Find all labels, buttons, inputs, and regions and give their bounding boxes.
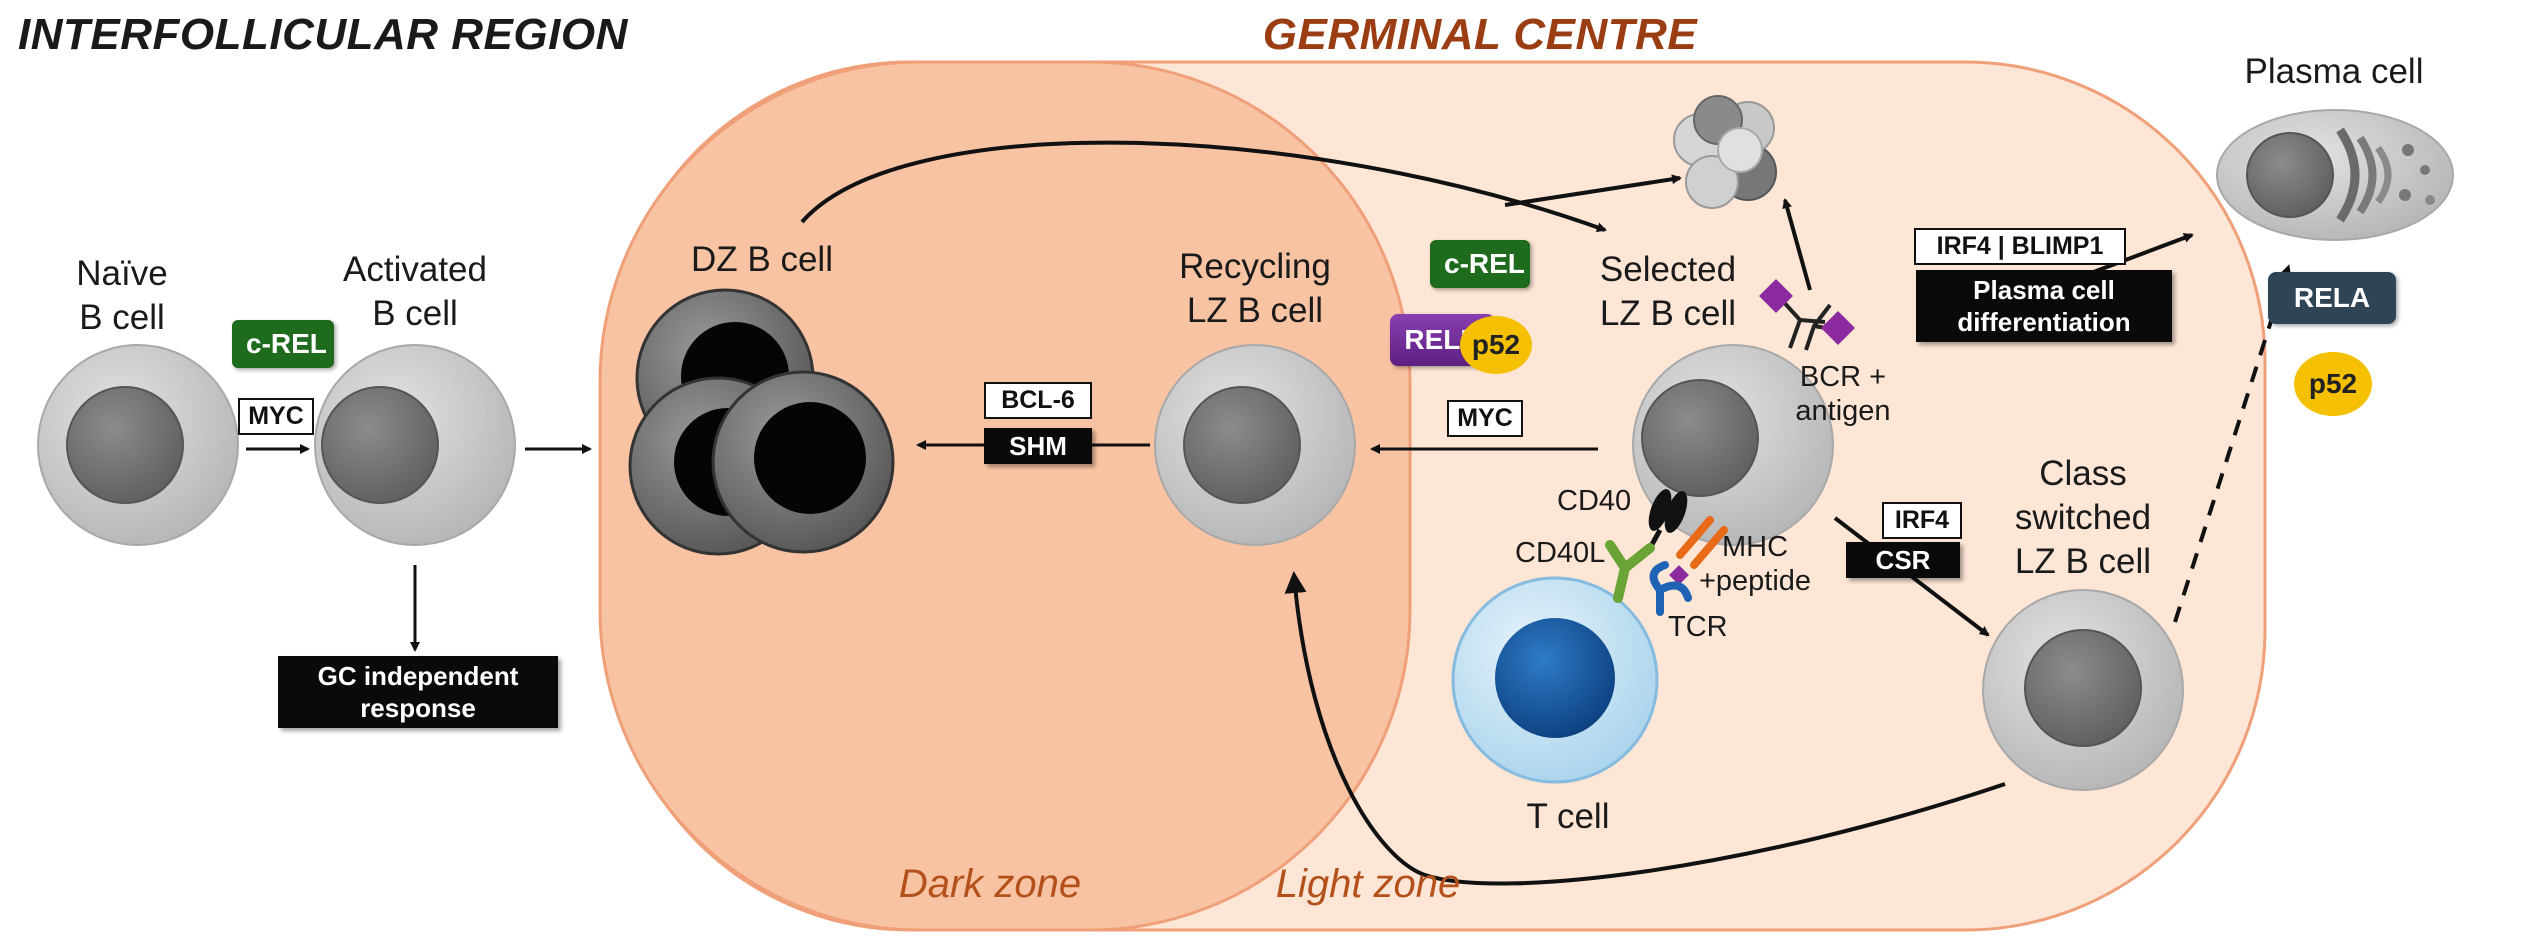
arrow-dz-to-selected [800, 140, 1607, 232]
plasma-cell-label: Plasma cell [2244, 52, 2424, 91]
plasma-cell-differentiation-box: Plasma cell differentiation [1916, 270, 2172, 342]
gc-independent-line-1: GC independent [317, 661, 519, 691]
crel-badge-1: c-REL [232, 320, 334, 368]
cd40l-ligand [1605, 540, 1655, 603]
class-label-line-1: Class [2039, 454, 2127, 493]
activated-b-cell [314, 344, 516, 546]
class-label-line-2: switched [2014, 498, 2152, 537]
bcr-label-line-1: BCR + [1799, 361, 1887, 393]
cd40-label: CD40 [1557, 485, 1632, 517]
light-zone-label: Light zone [1275, 862, 1461, 906]
dark-zone-label: Dark zone [898, 862, 1082, 906]
class-label-line-3: LZ B cell [2014, 542, 2152, 581]
dark-zone-region [598, 60, 1412, 932]
arrow-selected-to-apoptosis [1782, 198, 1812, 291]
activated-label-line-1: Activated [343, 250, 487, 289]
myc-box-1: MYC [238, 398, 314, 435]
interfollicular-region-title: INTERFOLLICULAR REGION [18, 10, 628, 59]
bcr-antigen [1759, 279, 1855, 351]
t-cell-label: T cell [1526, 797, 1610, 836]
tcr-receptor [1649, 561, 1692, 616]
plasma-cell [2216, 109, 2454, 241]
mhc-peptide-label: MHC +peptide [1699, 530, 1811, 598]
naive-b-cell-label: Naïve B cell [76, 252, 167, 340]
recycling-lz-b-cell [1154, 344, 1356, 546]
selected-label-line-2: LZ B cell [1599, 294, 1737, 333]
mhc-peptide [1669, 516, 1728, 585]
tcr-label: TCR [1668, 611, 1728, 643]
cd40l-label: CD40L [1515, 537, 1606, 569]
selected-lz-b-cell-label: Selected LZ B cell [1600, 248, 1736, 336]
myc-box-2: MYC [1447, 400, 1523, 437]
arrow-to-apoptosis-cluster [1504, 174, 1682, 207]
irf4-blimp1-box: IRF4 | BLIMP1 [1914, 228, 2126, 265]
activated-b-cell-label: Activated B cell [343, 248, 487, 336]
shm-box: SHM [984, 428, 1092, 464]
bcl6-box: BCL-6 [984, 382, 1092, 419]
plasma-diff-line-1: Plasma cell [1973, 275, 2115, 305]
recycling-label-line-2: LZ B cell [1186, 291, 1324, 330]
naive-label-line-2: B cell [79, 298, 165, 337]
bcr-antigen-label: BCR + antigen [1795, 360, 1890, 428]
class-switched-lz-b-cell [1982, 589, 2184, 791]
irf4-box: IRF4 [1882, 502, 1962, 539]
recycling-lz-b-cell-label: Recycling LZ B cell [1179, 245, 1331, 333]
bcr-label-line-2: antigen [1795, 395, 1891, 427]
activated-label-line-2: B cell [372, 294, 458, 333]
p52-badge-1: p52 [1460, 316, 1532, 374]
arrow-class-switched-to-recycling [1284, 571, 2006, 886]
naive-label-line-1: Naïve [76, 254, 168, 293]
arrow-class-switched-to-plasma [2173, 264, 2294, 623]
recycling-label-line-1: Recycling [1179, 247, 1331, 286]
naive-b-cell [37, 344, 239, 546]
rela-badge: RELA [2268, 272, 2396, 324]
selected-label-line-1: Selected [1599, 250, 1737, 289]
germinal-centre-title: GERMINAL CENTRE [1262, 10, 1698, 59]
dz-b-cell-label: DZ B cell [691, 240, 833, 279]
mhc-label-line-2: +peptide [1698, 565, 1812, 597]
t-cell [1451, 576, 1659, 784]
dz-b-cells [628, 288, 895, 556]
apoptotic-bodies [1673, 95, 1777, 209]
gc-independent-line-2: response [360, 693, 476, 723]
csr-box: CSR [1846, 542, 1960, 578]
crel-badge-2: c-REL [1430, 240, 1530, 288]
class-switched-lz-b-cell-label: Class switched LZ B cell [2015, 452, 2151, 584]
mhc-label-line-1: MHC [1721, 531, 1789, 563]
p52-badge-2: p52 [2294, 352, 2372, 416]
gc-independent-response-box: GC independent response [278, 656, 558, 728]
plasma-diff-line-2: differentiation [1957, 307, 2131, 337]
